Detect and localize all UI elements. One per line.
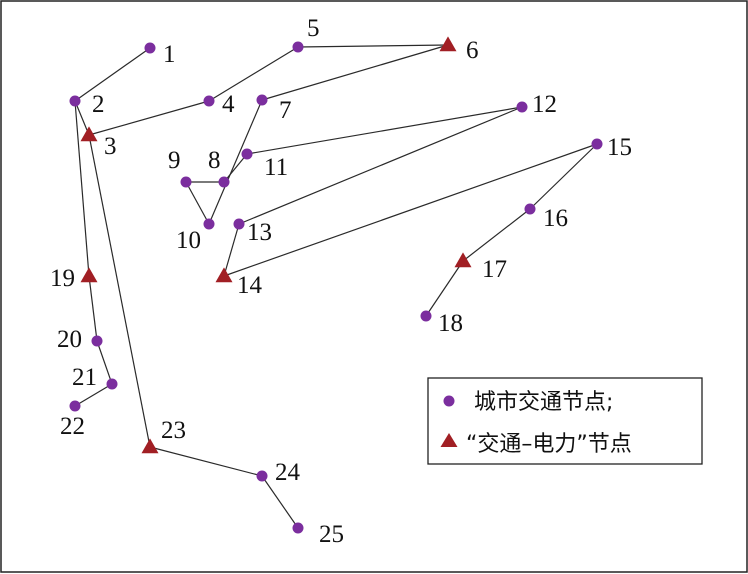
edge-11-12 — [246, 106, 523, 155]
edge-21-22 — [74, 383, 113, 407]
node-label-1: 1 — [163, 41, 176, 68]
edge-12-13 — [238, 106, 523, 225]
city-node-24 — [256, 470, 268, 482]
city-node-2 — [69, 95, 81, 107]
node-label-6: 6 — [466, 37, 479, 64]
city-node-7 — [256, 94, 268, 106]
coupled-node-3 — [80, 126, 98, 142]
coupled-node-23 — [141, 438, 159, 454]
city-node-13 — [233, 218, 245, 230]
edge-7-10 — [208, 99, 263, 225]
edge-15-16 — [529, 143, 598, 210]
edge-2-3 — [74, 100, 90, 136]
city-node-18 — [420, 310, 432, 322]
node-label-19: 19 — [50, 265, 75, 292]
node-label-23: 23 — [161, 417, 186, 444]
node-label-8: 8 — [208, 147, 221, 174]
legend-coupled-marker — [440, 433, 458, 447]
edges-layer — [74, 44, 598, 529]
node-label-24: 24 — [275, 459, 301, 486]
node-label-15: 15 — [607, 134, 632, 161]
city-node-11 — [241, 148, 253, 160]
edge-23-24 — [149, 446, 263, 477]
city-node-21 — [106, 378, 118, 390]
legend-coupled-label: “交通–电力”节点 — [466, 432, 632, 457]
coupled-node-14 — [215, 267, 233, 283]
node-label-21: 21 — [72, 364, 97, 391]
node-label-7: 7 — [279, 97, 292, 124]
node-label-9: 9 — [168, 147, 181, 174]
edge-6-7 — [261, 44, 449, 101]
city-node-8 — [218, 176, 230, 188]
node-label-2: 2 — [92, 91, 105, 118]
edge-2-19 — [74, 100, 90, 277]
legend-city-label: 城市交通节点; — [474, 390, 613, 415]
coupled-node-19 — [80, 267, 98, 283]
city-node-20 — [91, 335, 103, 347]
city-node-12 — [516, 101, 528, 113]
node-label-11: 11 — [264, 154, 288, 181]
city-node-10 — [203, 218, 215, 230]
node-label-22: 22 — [60, 413, 85, 440]
nodes-layer — [69, 36, 603, 534]
node-label-10: 10 — [176, 227, 201, 254]
edge-9-10 — [185, 181, 210, 225]
city-node-1 — [144, 42, 156, 54]
city-node-15 — [591, 138, 603, 150]
edge-13-14 — [223, 223, 240, 277]
node-label-18: 18 — [438, 310, 463, 337]
node-label-3: 3 — [104, 133, 117, 160]
edge-5-6 — [297, 44, 449, 48]
edge-14-15 — [223, 143, 598, 277]
node-label-20: 20 — [57, 326, 82, 353]
edge-16-17 — [462, 208, 531, 262]
edge-1-2 — [74, 47, 151, 102]
node-label-13: 13 — [247, 219, 272, 246]
edge-19-20 — [88, 275, 98, 342]
edge-17-18 — [425, 260, 464, 317]
city-node-22 — [69, 400, 81, 412]
node-label-5: 5 — [307, 15, 320, 42]
node-label-14: 14 — [237, 272, 263, 299]
edge-20-21 — [96, 340, 113, 385]
city-node-9 — [180, 176, 192, 188]
edge-8-11 — [223, 153, 248, 183]
legend-city-marker — [443, 395, 455, 407]
city-node-25 — [292, 522, 304, 534]
coupled-node-17 — [454, 252, 472, 268]
city-node-5 — [292, 41, 304, 53]
node-label-16: 16 — [543, 205, 568, 232]
edge-3-4 — [88, 100, 210, 136]
city-node-16 — [524, 203, 536, 215]
edge-24-25 — [261, 475, 299, 529]
edge-4-5 — [208, 46, 299, 102]
city-node-4 — [203, 95, 215, 107]
node-label-4: 4 — [222, 91, 235, 118]
edge-3-23 — [88, 134, 151, 448]
node-label-17: 17 — [482, 256, 507, 283]
node-label-25: 25 — [319, 521, 344, 548]
node-label-12: 12 — [532, 91, 557, 118]
legend-box — [427, 377, 703, 465]
legend: 城市交通节点; “交通–电力”节点 — [427, 377, 703, 465]
coupled-node-6 — [439, 36, 457, 52]
